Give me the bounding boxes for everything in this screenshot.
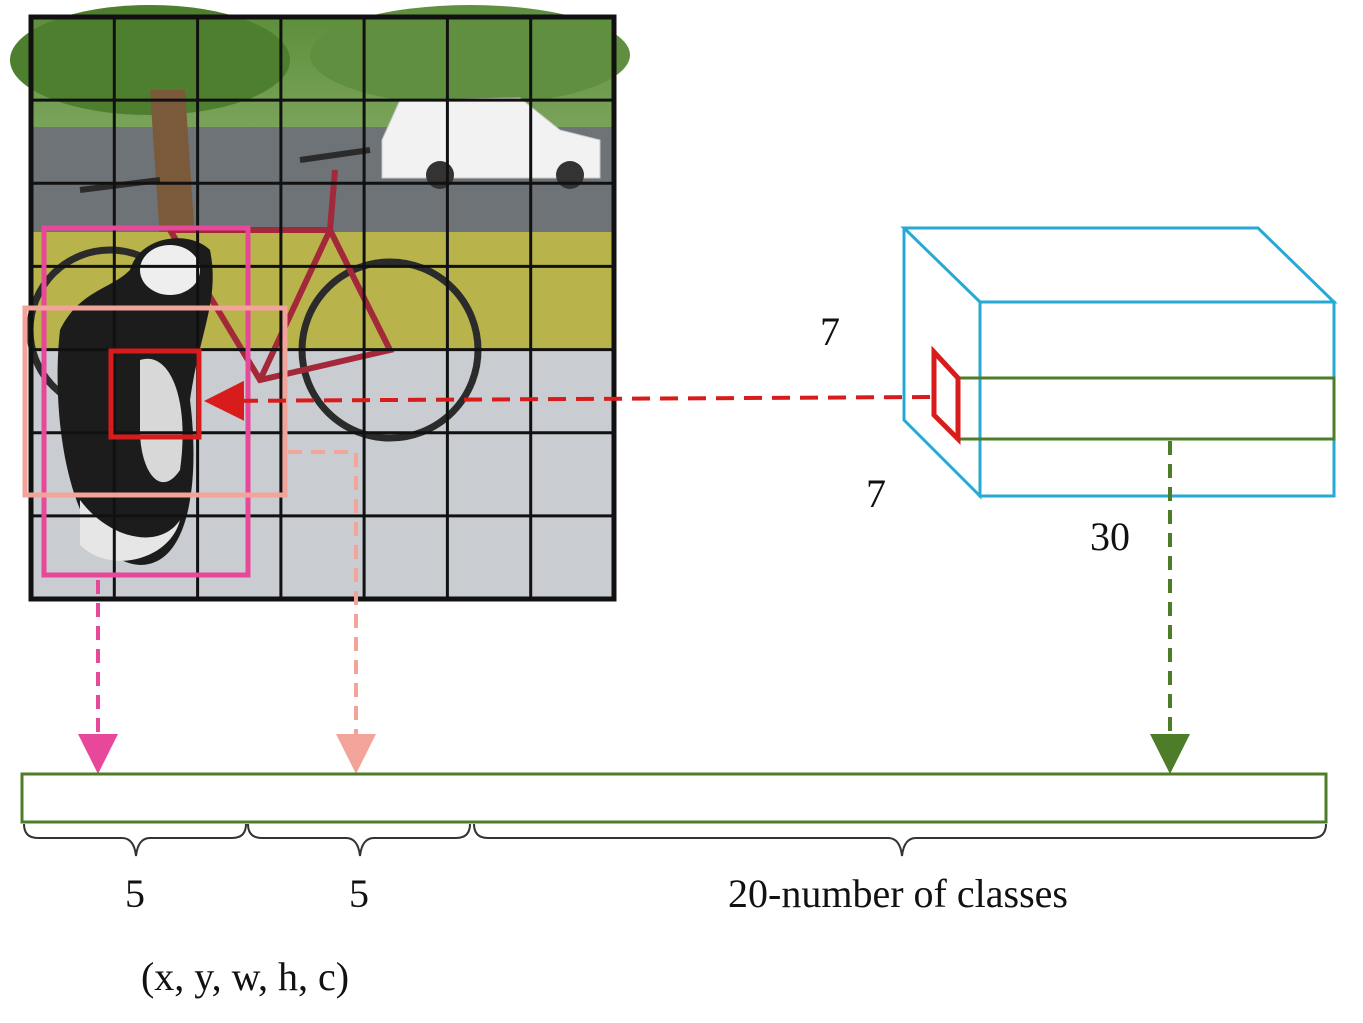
tensor-height-label: 7 (820, 309, 840, 354)
tensor-depth-row (956, 376, 1336, 441)
output-tensor (900, 226, 1338, 500)
tensor-width-label: 7 (866, 471, 886, 516)
brace-box1 (23, 823, 247, 857)
segment-2-size: 5 (349, 871, 369, 916)
brace-classes (473, 823, 1327, 857)
segment-braces (23, 823, 1327, 857)
segment-1-note: (x, y, w, h, c) (141, 954, 349, 999)
input-photo (10, 5, 630, 602)
tree-trunk (150, 90, 195, 240)
box2-arrow (288, 450, 376, 774)
dog-shape (57, 238, 213, 566)
segment-1-size: 5 (125, 871, 145, 916)
tensor-depth-label: 30 (1090, 514, 1130, 559)
tensor-top-face (900, 226, 1338, 304)
cell-mapping-arrow (204, 380, 931, 421)
output-vector (20, 772, 1328, 824)
brace-box2 (247, 823, 471, 857)
tensor-cell-highlight (931, 345, 961, 446)
segment-3-size: 20-number of classes (728, 871, 1068, 916)
tensor-front-face (978, 300, 1336, 498)
responsible-grid-cell (108, 348, 202, 440)
